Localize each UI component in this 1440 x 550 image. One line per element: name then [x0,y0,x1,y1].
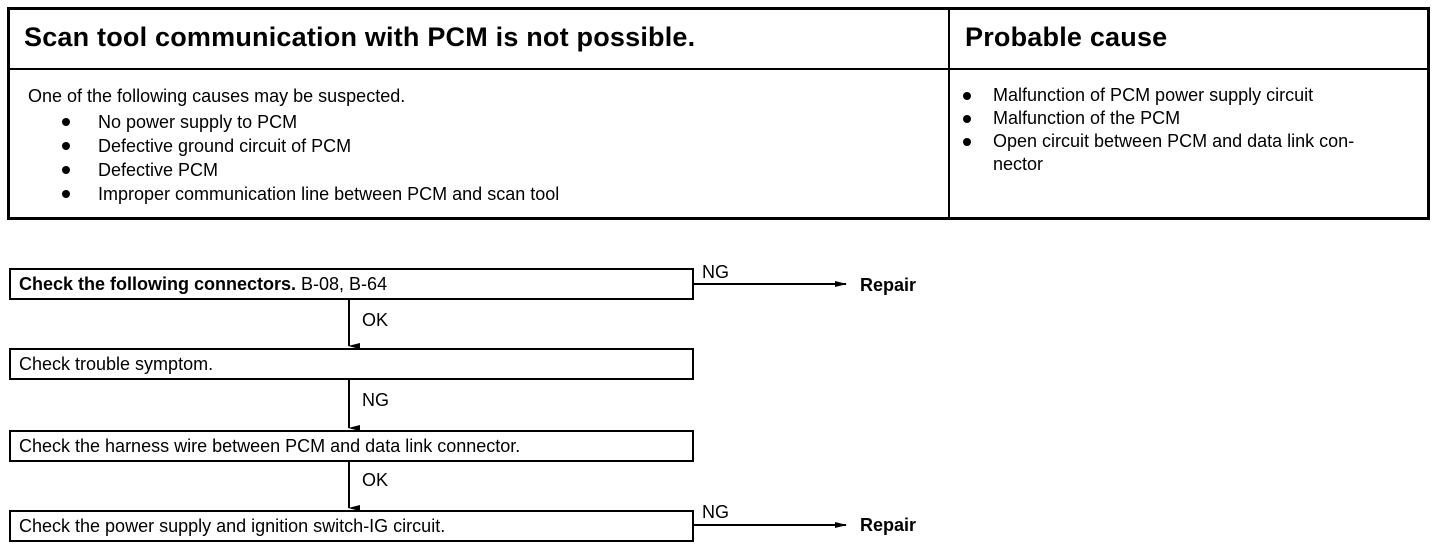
ok-label-2: OK [362,470,389,490]
bullet-icon [963,92,971,100]
list-item-text: Defective PCM [98,160,219,180]
description-cell: One of the following causes may be suspe… [28,84,928,206]
list-item-text: Defective ground circuit of PCM [98,136,352,156]
column-divider [948,10,950,217]
bullet-icon [963,138,971,146]
list-item-text: No power supply to PCM [98,112,298,132]
list-item: No power supply to PCM [62,110,928,134]
step-check-connectors: Check the following connectors. B-08, B-… [9,268,694,300]
bullet-icon [62,190,70,198]
list-item: Open circuit between PCM and data link c… [960,130,1422,176]
list-item: Malfunction of PCM power supply circuit [960,84,1422,107]
step-check-trouble-symptom: Check trouble symptom. [9,348,694,380]
row-divider [10,68,1427,70]
repair-label-2: Repair [860,515,917,535]
list-item-text: Malfunction of PCM power supply circuit [993,85,1314,105]
probable-causes-cell: Malfunction of PCM power supply circuit … [960,84,1422,176]
list-item-text: Open circuit between PCM and data link c… [993,131,1355,174]
ng-label-1: NG [702,262,729,282]
suspected-causes-list: No power supply to PCM Defective ground … [28,110,928,206]
step-check-harness-wire: Check the harness wire between PCM and d… [9,430,694,462]
probable-causes-list: Malfunction of PCM power supply circuit … [960,84,1422,176]
info-table: Scan tool communication with PCM is not … [7,7,1430,220]
step-check-power-supply: Check the power supply and ignition swit… [9,510,694,542]
bullet-icon [62,142,70,150]
ng-label-3: NG [702,502,729,522]
ng-label-2: NG [362,390,389,410]
bullet-icon [62,166,70,174]
repair-label-1: Repair [860,275,917,295]
ok-label-1: OK [362,310,389,330]
description-intro: One of the following causes may be suspe… [28,86,406,106]
connector-ids: B-08, B-64 [296,274,388,294]
probable-cause-heading: Probable cause [965,22,1168,52]
symptom-title: Scan tool communication with PCM is not … [24,22,696,52]
bullet-icon [963,115,971,123]
list-item: Defective PCM [62,158,928,182]
step-check-connectors-label: Check the following connectors. [19,274,297,294]
bullet-icon [62,118,70,126]
list-item-text: Malfunction of the PCM [993,108,1181,128]
list-item: Defective ground circuit of PCM [62,134,928,158]
list-item-text: Improper communication line between PCM … [98,184,560,204]
list-item: Malfunction of the PCM [960,107,1422,130]
list-item: Improper communication line between PCM … [62,182,928,206]
